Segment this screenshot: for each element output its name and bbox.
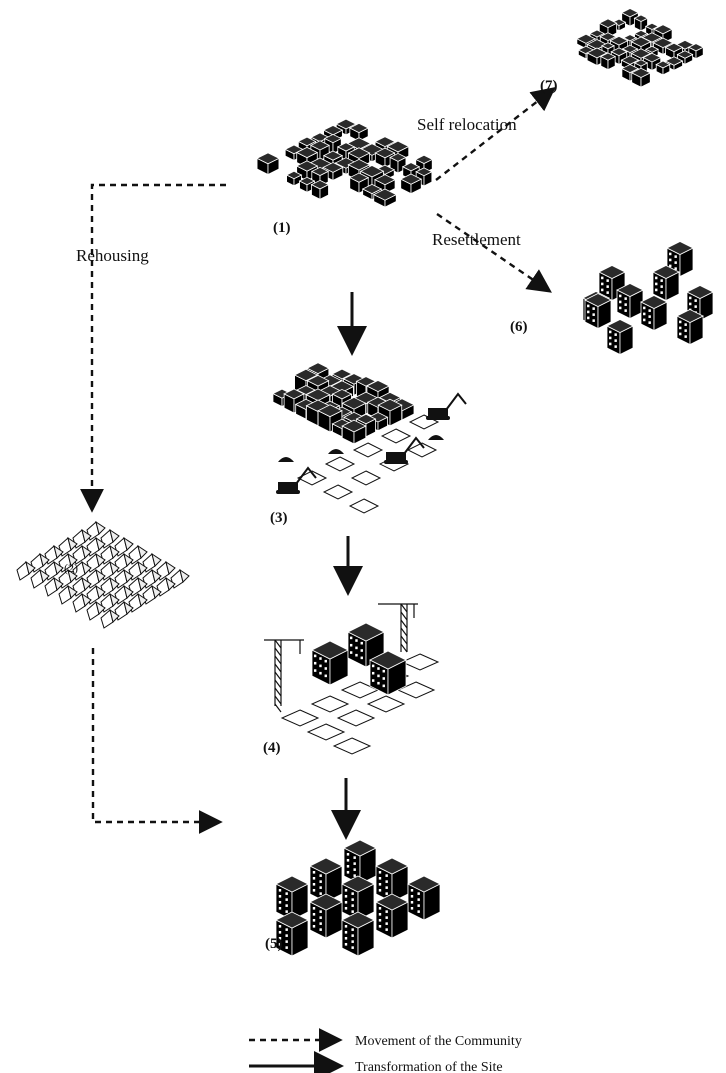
legend: Movement of the Community Transformation… — [249, 1028, 522, 1073]
tent-icon — [44, 576, 64, 597]
resettlement-arrow — [436, 213, 552, 293]
tent-icon — [30, 568, 50, 589]
stage-7-label: (7) — [540, 78, 558, 94]
apartment-block — [606, 319, 634, 356]
informal-1-house — [372, 188, 398, 208]
informal-1-house — [285, 170, 303, 187]
stage-5-label: (5) — [265, 936, 283, 952]
apartment-blocks-stage-5 — [275, 839, 441, 957]
building-plot — [336, 709, 376, 727]
cleared-plot — [322, 484, 354, 500]
informal-1-house — [348, 122, 370, 142]
rehousing-label: Rehousing — [76, 246, 149, 265]
apartment-block — [275, 911, 309, 957]
apartment-block — [640, 295, 668, 332]
excavator-icon — [384, 436, 425, 464]
informal-7-house — [630, 67, 652, 88]
self-relocation-label: Self relocation — [417, 115, 517, 134]
tent-icon — [100, 608, 120, 629]
informal-7-house — [655, 60, 671, 76]
legend-solid-label: Transformation of the Site — [355, 1060, 503, 1073]
tent-icon — [16, 560, 36, 581]
new-apartment-block — [311, 640, 349, 686]
rubble-pile — [328, 449, 344, 454]
excavator-icon — [426, 392, 467, 420]
informal-settlement-stage-7 — [575, 8, 705, 88]
apartment-block — [676, 309, 704, 346]
cleared-plot — [352, 442, 384, 458]
apartment-block — [616, 283, 644, 320]
informal-7-house — [599, 52, 617, 71]
stage-6-label: (6) — [510, 319, 528, 335]
rubble-pile — [278, 457, 294, 462]
flow-arrows — [80, 87, 556, 840]
apartment-block — [375, 893, 409, 939]
informal-1-house — [310, 179, 330, 200]
tent-icon — [58, 584, 78, 605]
informal-settlement-stage-1 — [256, 118, 434, 208]
excavator-icon — [276, 466, 317, 494]
apartment-block — [309, 857, 343, 903]
tent-icon — [142, 568, 162, 589]
building-plot — [306, 723, 346, 741]
cleared-plot — [348, 498, 380, 514]
rubble-pile — [428, 435, 444, 440]
demolition-site-stage-3 — [272, 362, 467, 514]
building-plot — [332, 737, 372, 755]
stage-3-label: (3) — [270, 510, 288, 526]
construction-site-stage-4 — [264, 603, 440, 755]
tent-icon — [72, 592, 92, 613]
apartment-block — [407, 875, 441, 921]
stage-2-label: (2) — [64, 561, 78, 575]
informal-1-house — [256, 152, 280, 176]
return-arrow — [91, 648, 223, 834]
self-relocation-arrow — [435, 87, 556, 181]
crane-icon — [264, 639, 304, 713]
informal-1-house — [348, 172, 370, 194]
cleared-plot — [380, 428, 412, 444]
temporary-shelters-stage-2 — [16, 520, 190, 629]
demolition-house — [341, 419, 367, 445]
tent-icon — [86, 600, 106, 621]
building-plot — [400, 653, 440, 671]
informal-1-house — [415, 167, 433, 187]
apartment-block — [341, 911, 375, 957]
resettlement-label: Resettlement — [432, 230, 521, 249]
stage-4-label: (4) — [263, 740, 281, 756]
cleared-plot — [350, 470, 382, 486]
building-plot — [310, 695, 350, 713]
stage-1-label: (1) — [273, 220, 291, 236]
apartment-block — [343, 839, 377, 885]
building-plot — [366, 695, 406, 713]
apartment-block — [652, 265, 680, 302]
legend-dashed-label: Movement of the Community — [355, 1034, 522, 1049]
rehousing-arrow — [80, 183, 226, 513]
cleared-plot — [406, 442, 438, 458]
crane-icon — [378, 603, 418, 653]
informal-7-house — [687, 43, 705, 60]
apartment-blocks-stage-6 — [582, 241, 714, 356]
apartment-block — [584, 293, 612, 330]
apartment-block — [375, 857, 409, 903]
new-apartment-block — [369, 650, 407, 696]
building-plot — [280, 709, 320, 727]
cleared-plot — [324, 456, 356, 472]
informal-1-house — [399, 173, 423, 195]
apartment-block — [309, 893, 343, 939]
